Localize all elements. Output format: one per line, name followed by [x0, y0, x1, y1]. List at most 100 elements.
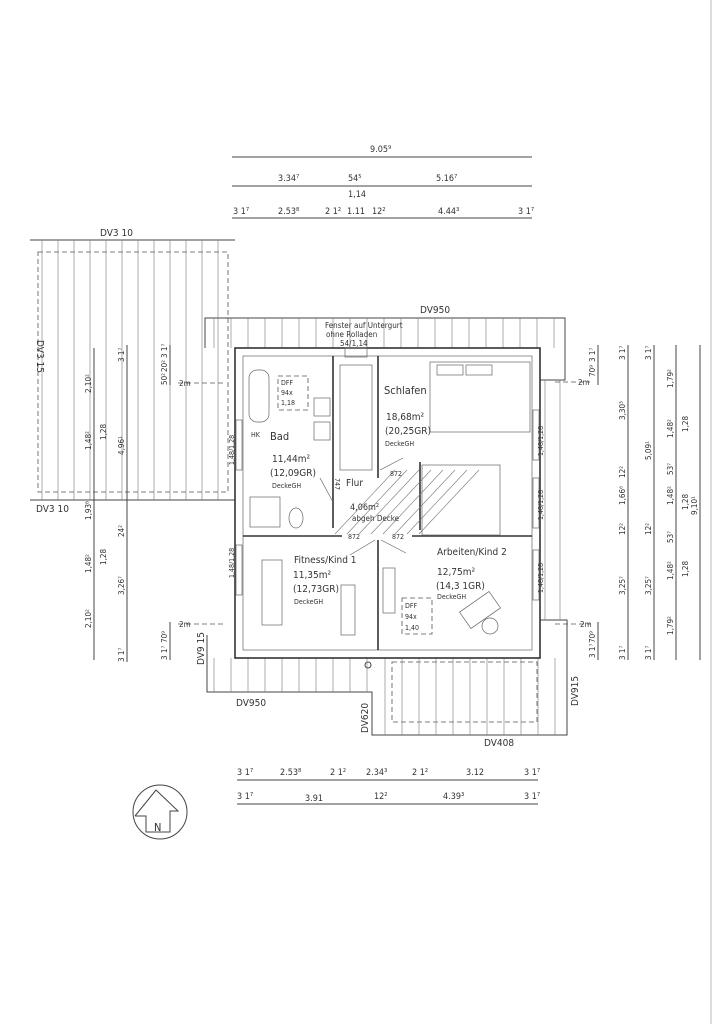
dim: 3.91	[305, 794, 323, 804]
dim: 1.11	[347, 207, 365, 217]
window-schlafen-1	[532, 409, 540, 461]
double-bed	[429, 361, 531, 433]
dim: 2.53⁸	[278, 207, 299, 217]
room-area: 12,75m²	[437, 567, 476, 578]
dim: 3,25⁷	[618, 576, 627, 595]
room-gross-area: (12,09GR)	[270, 468, 316, 479]
house-walls	[234, 347, 541, 659]
dim: 1,79²	[666, 369, 675, 388]
dim: 70⁹	[588, 365, 597, 377]
washbasin-1	[313, 397, 331, 417]
shelf	[382, 567, 396, 614]
dim: 3 1⁷	[618, 646, 627, 660]
flur-hatch-line	[358, 469, 420, 535]
stair-shaft	[339, 364, 373, 471]
label-dv950-bottom: DV950	[236, 698, 266, 709]
room-area: 11,44m²	[272, 454, 311, 465]
dim-2m: 2m	[578, 378, 590, 387]
room-name: Fitness/Kind 1	[294, 555, 357, 566]
window-size: 1,48/1,28	[537, 426, 545, 456]
dim: 53⁷	[666, 463, 675, 475]
door-swing-arbeiten	[380, 539, 407, 554]
flur-hatch-line	[418, 469, 480, 535]
north-compass: N	[132, 784, 188, 840]
dim: 3,26⁷	[117, 576, 126, 595]
dim: 1,28	[681, 561, 690, 577]
label-dv950-top: DV950	[420, 305, 450, 316]
dim: 2 1²	[325, 207, 341, 217]
room-area: 11,35m²	[293, 570, 332, 581]
dim: 1,66⁶	[618, 486, 627, 505]
dff-label: DFF	[405, 602, 417, 610]
dim: 1,48²	[666, 486, 675, 505]
dim: 24²	[117, 525, 126, 537]
dim: 3 1⁷	[237, 768, 253, 778]
dim: 4,96¹	[117, 436, 126, 455]
flur-hatch-line	[334, 469, 396, 535]
dff-label: 1,40	[405, 624, 419, 632]
label-dv408: DV408	[484, 738, 514, 749]
dim: 3 1⁷	[524, 768, 540, 778]
room-ceiling: DeckeGH	[272, 482, 301, 490]
flur-hatch-line	[370, 469, 432, 535]
door-swing-fitness	[349, 539, 376, 556]
dim-2m: 2m	[179, 620, 191, 629]
dim: 2.53⁸	[280, 768, 301, 778]
dim: 5,09¹	[644, 441, 653, 460]
dim: 1,48²	[84, 431, 93, 450]
note-line: Fenster auf Untergurt	[325, 321, 403, 330]
roof-edge-dv950-top	[204, 317, 566, 381]
dim: 12²	[618, 523, 627, 535]
dim: 1,48²	[84, 554, 93, 573]
bathtub	[248, 369, 270, 423]
room-flur: Flur 4,06m² abgeh Decke 872 872 872 747	[333, 470, 404, 541]
dim: 20²	[160, 360, 169, 372]
room-schlafen: Schlafen 18,68m² (20,25GR) DeckeGH	[384, 384, 431, 448]
note-line: 54/1,14	[340, 339, 368, 348]
outer-wall-inner	[242, 355, 533, 651]
door-size: 872	[392, 533, 404, 541]
dim: 1,28	[681, 494, 690, 510]
label-dv310-top: DV3 10	[100, 228, 133, 239]
dim: 3,30³	[618, 401, 627, 420]
window-arbeiten	[532, 549, 540, 601]
dim: 1,48²	[666, 561, 675, 580]
dff-label: 94x	[405, 613, 417, 621]
dim: 3 1⁷	[588, 348, 597, 362]
roof-labels: DV3 10 DV3 10 DV3 15 DV950 DV950 DV9 15 …	[34, 228, 581, 749]
door-size: 872	[348, 533, 360, 541]
dim: 3 1⁷	[160, 646, 169, 660]
fitness-mat	[261, 559, 283, 626]
dim: 3.12	[466, 768, 484, 778]
dim: 5.16⁷	[436, 174, 457, 184]
bottom-dimensions: 3 1⁷ 2.53⁸ 2 1² 2.34³ 2 1² 3.12 3 1⁷ 3 1…	[237, 768, 540, 805]
bench	[340, 584, 356, 636]
window-size: 1,48/1,28	[228, 435, 236, 465]
room-ceiling: DeckeGH	[294, 598, 323, 606]
room-fitness: Fitness/Kind 1 11,35m² (12,73GR) DeckeGH	[293, 555, 357, 606]
desk	[459, 590, 501, 630]
roof-edge-bottom	[206, 619, 568, 736]
dim: 53⁷	[666, 531, 675, 543]
dim: 3 1⁷	[233, 207, 249, 217]
dim: 50²	[160, 373, 169, 385]
room-name: Bad	[270, 430, 289, 443]
dormer-outline	[37, 251, 229, 493]
north-arrow-icon	[134, 789, 180, 833]
dim: 3 1⁷	[160, 344, 169, 358]
compass-label: N	[154, 821, 161, 834]
outer-wall	[234, 347, 541, 659]
window-note: Fenster auf Untergurt ohne Rolladen 54/1…	[228, 321, 545, 593]
window-fitness	[235, 544, 243, 596]
right-dimensions	[555, 345, 701, 660]
dim: 12²	[644, 523, 653, 535]
dim: 12²	[372, 207, 386, 217]
door-size: 872	[390, 470, 402, 478]
dim: 3.34⁷	[278, 174, 299, 184]
downpipe-marker	[364, 661, 372, 669]
dim: 1,14	[348, 190, 366, 200]
label-dv620: DV620	[360, 703, 371, 733]
dim: 1,79²	[666, 616, 675, 635]
label-dv315: DV3 15	[34, 340, 45, 373]
